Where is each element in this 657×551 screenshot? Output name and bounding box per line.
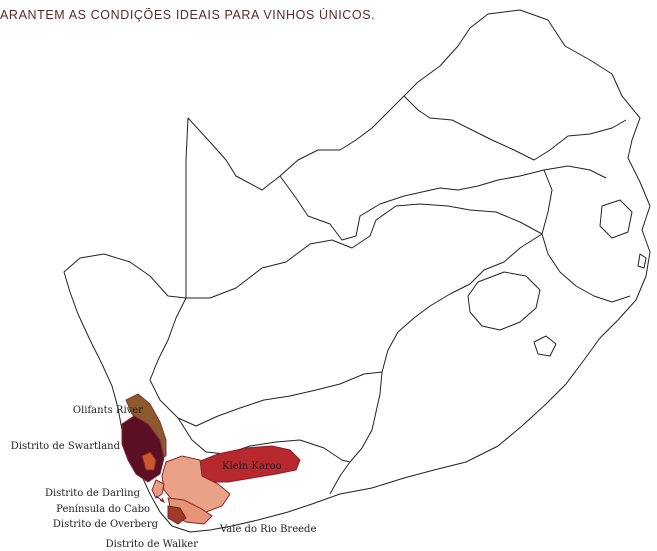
label-klein-karoo: Klein Karoo [222,461,282,472]
region-cabo[interactable] [151,479,165,499]
region-walker[interactable] [167,505,187,525]
province-boundary [403,95,627,161]
province-boundary [329,233,543,495]
lake-outline [637,253,647,269]
label-overberg: Distrito de Overberg [53,519,159,530]
province-boundary [541,169,631,303]
region-breede[interactable] [161,455,231,513]
lesotho-border [467,271,541,331]
label-darling: Distrito de Darling [45,488,141,499]
province-boundary [186,203,543,299]
label-swartland: Distrito de Swartland [11,441,121,452]
eswatini-border [599,199,633,239]
label-breede: Vale do Rio Breede [219,524,316,535]
lake-outline [533,335,557,357]
province-boundary [149,297,383,427]
label-olifants-river: Olifants River [73,405,143,416]
label-cabo: Península do Cabo [56,504,150,515]
arrow-icon [155,495,166,504]
label-walker: Distrito de Walker [106,539,199,550]
region-darling[interactable] [141,451,157,471]
province-boundary [177,417,351,463]
headline: ARANTEM AS CONDIÇÕES IDEAIS PARA VINHOS … [0,8,376,22]
